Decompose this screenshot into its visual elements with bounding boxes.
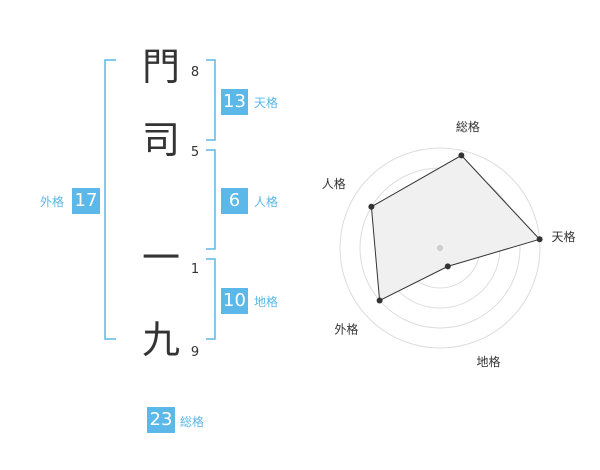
radar-axis-label-4: 外格 xyxy=(334,321,358,336)
radar-point-3 xyxy=(444,263,451,270)
tenkaku-bracket xyxy=(206,59,216,141)
jinkaku-value: 6 xyxy=(221,188,248,214)
gaikaku-label: 外格 xyxy=(40,195,65,209)
radar-ring xyxy=(339,147,541,349)
stroke-count-3: 1 xyxy=(190,262,200,277)
radar-axis-label-3: 地格 xyxy=(476,354,500,369)
radar-point-5 xyxy=(368,203,375,210)
name-char-4: 九 xyxy=(141,318,180,362)
radar-point-4 xyxy=(376,297,383,304)
stroke-count-1: 8 xyxy=(190,65,200,80)
soukaku-label: 総格 xyxy=(180,415,205,429)
stroke-count-2: 5 xyxy=(190,145,200,160)
radar-axis-label-1: 総格 xyxy=(456,119,480,134)
radar-area xyxy=(370,154,541,302)
jinkaku-label: 人格 xyxy=(254,195,279,209)
tenkaku-label: 天格 xyxy=(254,96,279,110)
jinkaku-bracket xyxy=(206,149,216,250)
radar-axis-label-2: 天格 xyxy=(551,229,575,244)
name-char-2: 司 xyxy=(141,118,180,162)
tenkaku-value: 13 xyxy=(221,89,248,115)
name-char-3: 一 xyxy=(141,236,180,280)
gaikaku-bracket xyxy=(104,59,116,340)
soukaku-value: 23 xyxy=(147,407,175,433)
stroke-count-4: 9 xyxy=(190,345,200,360)
chikaku-label: 地格 xyxy=(254,295,279,309)
radar-points xyxy=(368,152,543,304)
chikaku-bracket xyxy=(206,258,216,340)
radar-center-dot xyxy=(437,245,443,251)
name-char-1: 門 xyxy=(141,45,180,89)
gaikaku-value: 17 xyxy=(72,188,100,214)
radar-point-1 xyxy=(458,152,465,159)
radar-point-2 xyxy=(536,236,543,243)
chikaku-value: 10 xyxy=(221,288,248,314)
radar-axis-label-5: 人格 xyxy=(322,176,346,191)
